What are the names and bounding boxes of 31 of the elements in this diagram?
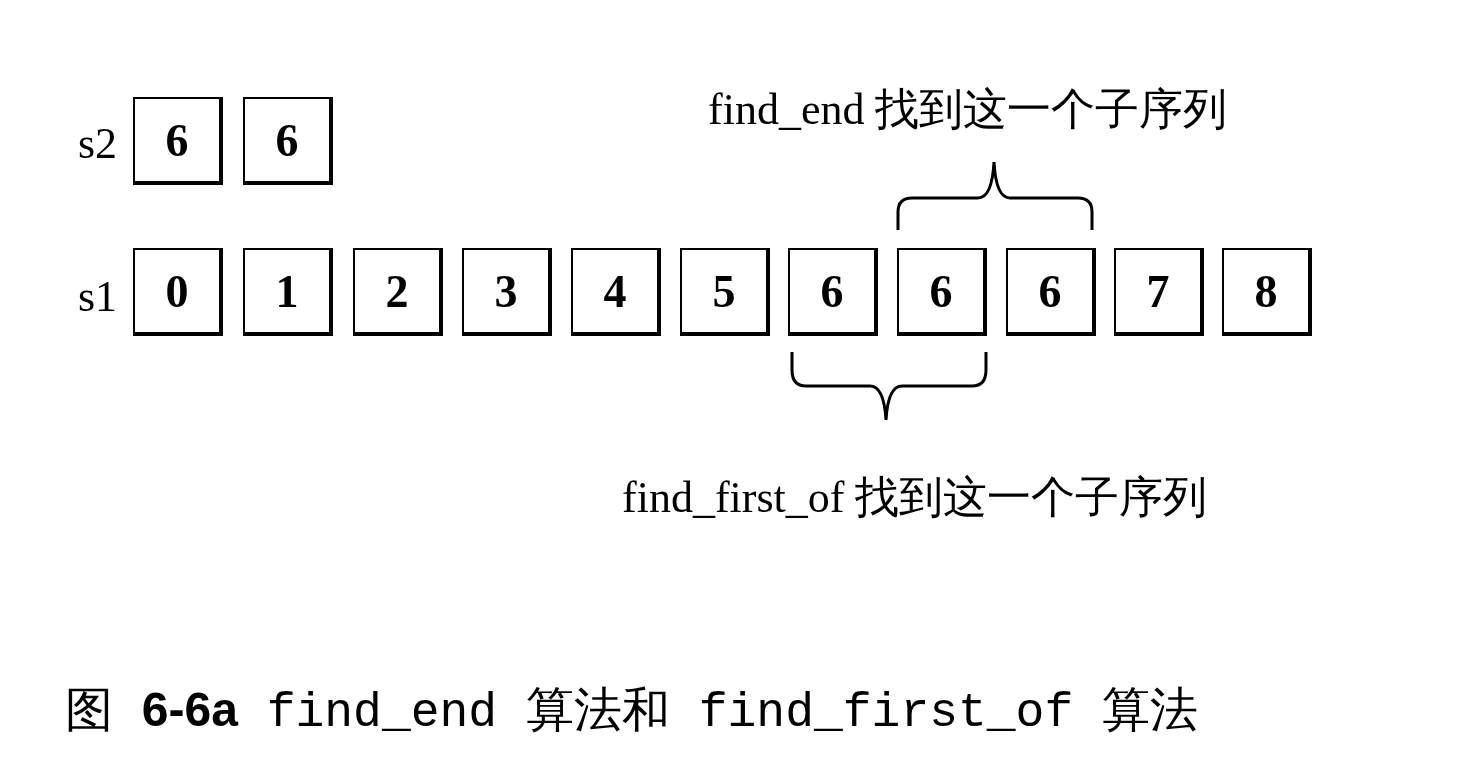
element-value: 8 [1254,264,1278,318]
element-value: 1 [275,264,299,318]
element-value: 5 [712,264,736,318]
brace-label: find_end 找到这一个子序列 [708,88,1228,132]
array-cell [243,248,333,336]
element-value: 7 [1146,264,1170,318]
element-value: 6 [929,264,953,318]
array-cell [788,248,878,336]
brace-label: find_first_of 找到这一个子序列 [622,476,1208,520]
array-cell [897,248,987,336]
sequence-name: s2 [78,122,118,166]
array-cell [243,97,333,185]
element-value: 2 [385,264,409,318]
array-cell [680,248,770,336]
element-value: 6 [275,113,299,167]
element-value: 0 [165,264,189,318]
figure-caption: 图 6-6a find_end 算法和 find_first_of 算法 [65,686,1198,737]
element-value: 6 [165,113,189,167]
array-cell [1114,248,1204,336]
array-cell [1006,248,1096,336]
element-value: 4 [603,264,627,318]
element-value: 6 [820,264,844,318]
array-cell [1222,248,1312,336]
array-cell [462,248,552,336]
element-value: 3 [494,264,518,318]
array-cell [133,97,223,185]
element-value: 6 [1038,264,1062,318]
array-cell [571,248,661,336]
sequence-name: s1 [78,275,118,319]
array-cell [353,248,443,336]
array-cell [133,248,223,336]
